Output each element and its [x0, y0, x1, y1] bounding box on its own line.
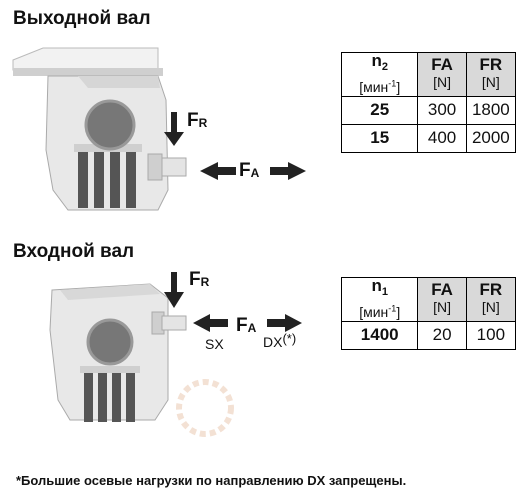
speed-cell: 1400 [340, 320, 419, 350]
input-shaft-title: Входной вал [13, 241, 135, 262]
speed-cell: 15 [340, 123, 419, 153]
fr-cell: 2000 [465, 123, 517, 153]
input-radial-force-label: FR [189, 269, 210, 290]
input-axial-force-label: FA [236, 315, 257, 336]
input-gearbox-illustration [49, 272, 302, 422]
fr-cell: 1800 [465, 95, 517, 125]
speed-cell: 25 [340, 95, 419, 125]
output-radial-force-label: FR [187, 110, 208, 131]
output-shaft-title: Выходной вал [13, 8, 151, 29]
fr-column-header: FR[N] [465, 277, 517, 322]
direction-sx-label: SX [205, 336, 224, 352]
output-shaft-load-table: n2 [мин-1] FA[N] FR[N] 25 300 1800 15 40… [340, 52, 517, 153]
direction-dx-label: DX(*) [263, 331, 297, 350]
fa-cell: 400 [417, 123, 467, 153]
speed-column-header: n2 [мин-1] [340, 52, 419, 97]
axial-force-arrow-left [193, 314, 228, 332]
fa-column-header: FA[N] [417, 277, 467, 322]
watermark-gear-icon [176, 379, 234, 437]
radial-force-arrow [164, 112, 184, 146]
fa-cell: 20 [417, 320, 467, 350]
axial-force-arrow-right [270, 162, 306, 180]
fa-column-header: FA[N] [417, 52, 467, 97]
input-shaft-load-table: n1 [мин-1] FA[N] FR[N] 1400 20 100 [340, 277, 517, 350]
fr-column-header: FR[N] [465, 52, 517, 97]
radial-force-arrow [164, 272, 184, 308]
footnote: *Большие осевые нагрузки по направлению … [16, 473, 407, 488]
output-gearbox-illustration [12, 47, 306, 211]
axial-force-arrow-left [200, 162, 236, 180]
axial-force-arrow-right [267, 314, 302, 332]
table-row: 25 300 1800 [340, 95, 517, 125]
output-axial-force-label: FA [239, 160, 260, 181]
speed-column-header: n1 [мин-1] [340, 277, 419, 322]
fa-cell: 300 [417, 95, 467, 125]
fr-cell: 100 [465, 320, 517, 350]
table-row: 1400 20 100 [340, 320, 517, 350]
table-row: 15 400 2000 [340, 123, 517, 153]
